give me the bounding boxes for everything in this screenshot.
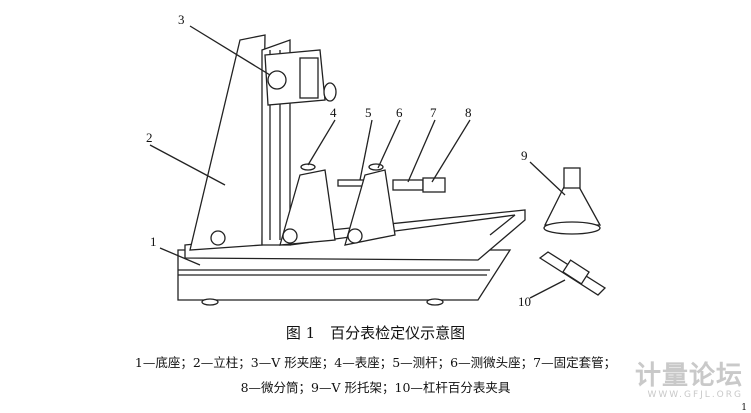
v-clamp-seat [264, 49, 337, 106]
watermark-title: 计量论坛 [634, 361, 743, 391]
legend-line-2: 8—微分筒；9—V 形托架；10—杠杆百分表夹具 [240, 380, 511, 395]
page-number: 1 [741, 403, 747, 413]
gauge-seat [279, 163, 336, 246]
watermark: 计量论坛 WWW.GFJL.ORG [635, 362, 743, 400]
lever-dial-gauge-fixture [538, 251, 607, 296]
apparatus-drawing: 3 2 1 4 5 6 7 8 9 10 [146, 12, 607, 309]
v-bracket [543, 167, 602, 235]
callout-1: 1 [150, 234, 157, 249]
leader-lines [149, 25, 566, 299]
callout-7: 7 [430, 105, 437, 120]
callout-3: 3 [178, 12, 185, 27]
figure-caption: 图 1 百分表检定仪示意图 [285, 324, 466, 342]
base [177, 209, 526, 306]
callout-10: 10 [518, 294, 531, 309]
callout-9: 9 [521, 148, 528, 163]
watermark-url: WWW.GFJL.ORG [647, 390, 743, 400]
callout-8: 8 [465, 105, 472, 120]
callout-4: 4 [330, 105, 337, 120]
callout-2: 2 [146, 130, 153, 145]
micrometer-head-seat [344, 163, 446, 246]
callout-5: 5 [365, 105, 372, 120]
callout-6: 6 [396, 105, 403, 120]
legend-line-1: 1—底座；2—立柱；3—V 形夹座；4—表座；5—测杆；6—测微头座；7—固定套… [134, 355, 617, 370]
